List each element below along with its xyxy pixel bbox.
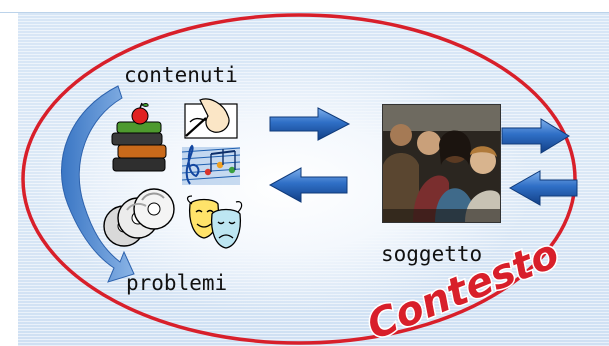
context-ellipse	[21, 13, 577, 345]
arrow-left-outer-icon	[508, 170, 578, 206]
music-notes-icon	[181, 144, 241, 185]
curved-arrow-icon	[60, 85, 135, 283]
problemi-label: problemi	[126, 271, 228, 295]
soggetto-label: soggetto	[381, 242, 483, 266]
arrow-right-icon	[269, 107, 351, 141]
hand-writing-icon	[184, 98, 238, 139]
contenuti-label: contenuti	[124, 63, 238, 87]
students-photo-art	[383, 105, 500, 222]
top-rule	[0, 0, 609, 13]
students-photo	[383, 105, 500, 222]
theater-masks-icon	[186, 195, 243, 249]
arrow-right-outer-icon	[501, 118, 570, 154]
books-apple-icon	[111, 102, 167, 172]
compact-discs-icon	[103, 188, 175, 247]
arrow-left-icon	[268, 167, 348, 203]
